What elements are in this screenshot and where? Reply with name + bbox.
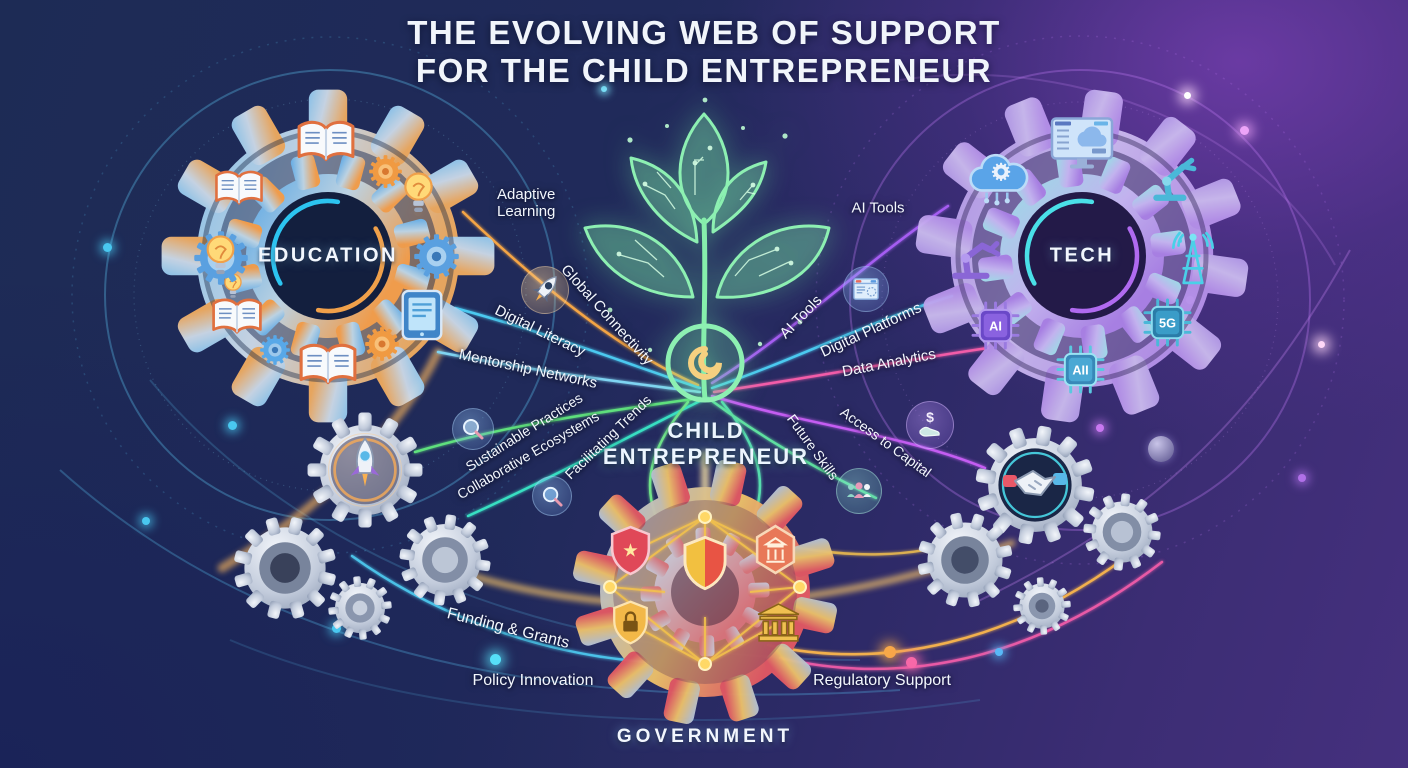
- label-regulatory-support: Regulatory Support: [813, 672, 951, 689]
- split-shield-icon: [683, 535, 727, 591]
- gear-icon: [414, 234, 459, 279]
- circuit-plant-icon: [583, 97, 831, 403]
- tech-hub: AI 5G AII TECH: [894, 68, 1270, 444]
- education-label: EDUCATION: [258, 244, 398, 267]
- robot-arm-icon: [952, 241, 1001, 279]
- glow-dot: [995, 648, 1003, 656]
- glow-dot: [1184, 92, 1191, 99]
- gear-icon: [365, 327, 399, 361]
- page-title-line2: FOR THE CHILD ENTREPRENEUR: [415, 52, 993, 89]
- cloud-gear-icon: [969, 153, 1029, 206]
- rocket-icon: [521, 266, 569, 314]
- glow-dot: [1240, 126, 1249, 135]
- star-shield-icon: ★: [610, 525, 651, 576]
- glow-dot: [103, 243, 112, 252]
- gear-icon: [1079, 489, 1165, 575]
- open-book-icon: [299, 343, 357, 385]
- education-hub: EDUCATION: [158, 86, 498, 426]
- rocket-icon: [350, 437, 380, 487]
- glow-dot: [1298, 474, 1306, 482]
- government-label: GOVERNMENT: [616, 726, 794, 747]
- gear-icon: [905, 500, 1025, 620]
- glow-dot: [906, 657, 917, 668]
- glow-dot: [601, 86, 607, 92]
- gear-icon: [1003, 567, 1081, 645]
- label-ai-tools: AI Tools: [851, 199, 905, 217]
- gear-icon: [318, 566, 402, 650]
- lock-shield-icon: [613, 600, 648, 645]
- dollar-hand-icon: $: [906, 401, 954, 449]
- glow-dot: [142, 517, 150, 525]
- tablet-icon: [401, 289, 443, 341]
- rocket-gear: [307, 412, 423, 528]
- handshake-gear: [966, 416, 1104, 554]
- open-book-icon: [215, 170, 263, 205]
- education-gear: [161, 89, 495, 423]
- glow-dot: [1318, 341, 1325, 348]
- open-book-icon: [297, 120, 355, 162]
- lightbulb-icon: [206, 235, 235, 276]
- magnifier-icon: [452, 408, 494, 450]
- lightbulb-icon: [404, 172, 433, 214]
- hex-bank-icon: [755, 524, 796, 575]
- 5g-chip-label: 5G: [1159, 315, 1176, 330]
- government-network-lines: [603, 510, 807, 671]
- government-hub: ★ GOVERNMENT: [547, 434, 863, 750]
- 5g-chip-icon: 5G: [1143, 298, 1192, 347]
- antenna-icon: [1171, 231, 1215, 285]
- ai-chip-icon: AI: [971, 301, 1020, 350]
- gear-icon: [260, 335, 290, 365]
- gear-icon: [222, 505, 348, 631]
- label-policy-innovation: Policy Innovation: [472, 672, 594, 689]
- gear-icon: [369, 155, 402, 188]
- people-icon: [836, 468, 882, 514]
- label-adaptive-learning: Adaptive Learning: [497, 186, 556, 221]
- page-title-line1: THE EVOLVING WEB OF SUPPORT: [407, 14, 1001, 51]
- ai-chip-label: AI: [989, 318, 1002, 333]
- sphere-decoration: [1148, 436, 1174, 462]
- bank-icon: [757, 603, 800, 642]
- magnifier-icon: [532, 476, 572, 516]
- glow-dot: [490, 654, 501, 665]
- monitor-icon: [1050, 117, 1114, 169]
- browser-icon: [843, 266, 889, 312]
- glow-dot: [228, 421, 237, 430]
- tech-gear: [894, 68, 1270, 444]
- open-book-icon: [212, 298, 262, 334]
- glow-dot: [1096, 424, 1104, 432]
- gear-icon: [393, 508, 497, 612]
- robot-arm-icon: [1153, 157, 1197, 201]
- glow-dot: [884, 646, 896, 658]
- tech-label: TECH: [1049, 244, 1115, 267]
- aii-chip-label: AII: [1072, 362, 1088, 377]
- center-label: CHILD ENTREPRENEUR: [602, 418, 810, 470]
- handshake-icon: [1003, 470, 1067, 496]
- svg-text:★: ★: [622, 541, 638, 562]
- svg-text:$: $: [926, 409, 934, 425]
- aii-chip-icon: AII: [1056, 345, 1105, 394]
